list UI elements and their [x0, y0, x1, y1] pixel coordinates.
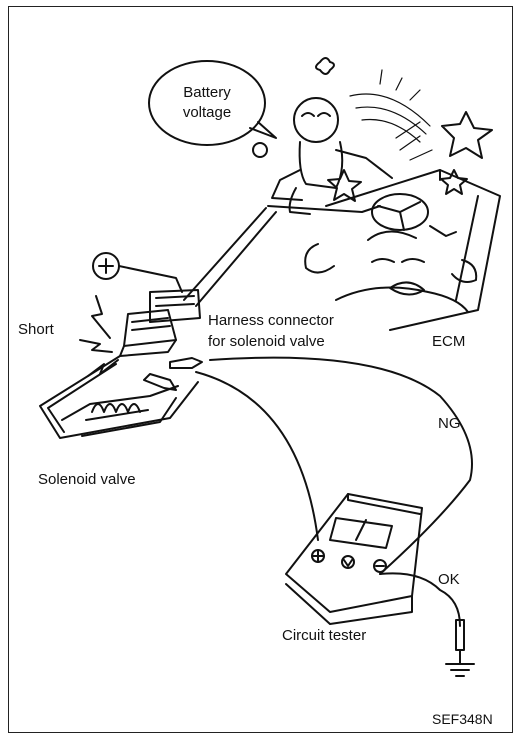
ecm-box — [325, 169, 501, 331]
plus-terminal-icon — [92, 252, 183, 293]
ecm-cartoon-face — [304, 230, 478, 313]
figure-id-label: SEF348N — [432, 711, 493, 727]
short-label: Short — [18, 321, 55, 338]
star-icon — [440, 169, 468, 195]
probe-lead-positive — [195, 371, 319, 541]
ecm-label: ECM — [432, 333, 465, 350]
ecm-harness-wire — [267, 205, 381, 213]
harness-connector-label-line1: Harness connector — [208, 312, 334, 329]
ng-label: NG — [438, 415, 461, 432]
star-icon — [327, 169, 362, 202]
zap-lines — [349, 69, 433, 161]
battery-voltage-label-line2: voltage — [183, 104, 231, 121]
solenoid-valve-label: Solenoid valve — [38, 471, 136, 488]
solenoid-valve — [39, 355, 199, 439]
battery-character-figure — [252, 57, 393, 215]
ground-symbol-icon — [445, 663, 475, 677]
lightning-spark-icon — [79, 295, 119, 377]
speech-bubble — [148, 60, 277, 146]
steering-wheel-icon — [371, 193, 429, 231]
circuit-tester — [285, 493, 423, 625]
ok-label: OK — [438, 571, 460, 588]
harness-connector — [119, 289, 201, 357]
circuit-tester-label: Circuit tester — [282, 627, 366, 644]
harness-connector-label-line2: for solenoid valve — [208, 333, 325, 350]
probe-lead-ng — [209, 356, 473, 575]
ground-lead — [429, 225, 457, 237]
star-icon — [441, 111, 493, 159]
probe-lead-ok — [379, 572, 461, 627]
tester-probes — [143, 357, 203, 391]
battery-voltage-label-line1: Battery — [183, 84, 231, 101]
figure-frame — [8, 6, 513, 733]
harness-wire — [183, 207, 277, 307]
ground-probe — [455, 619, 465, 665]
